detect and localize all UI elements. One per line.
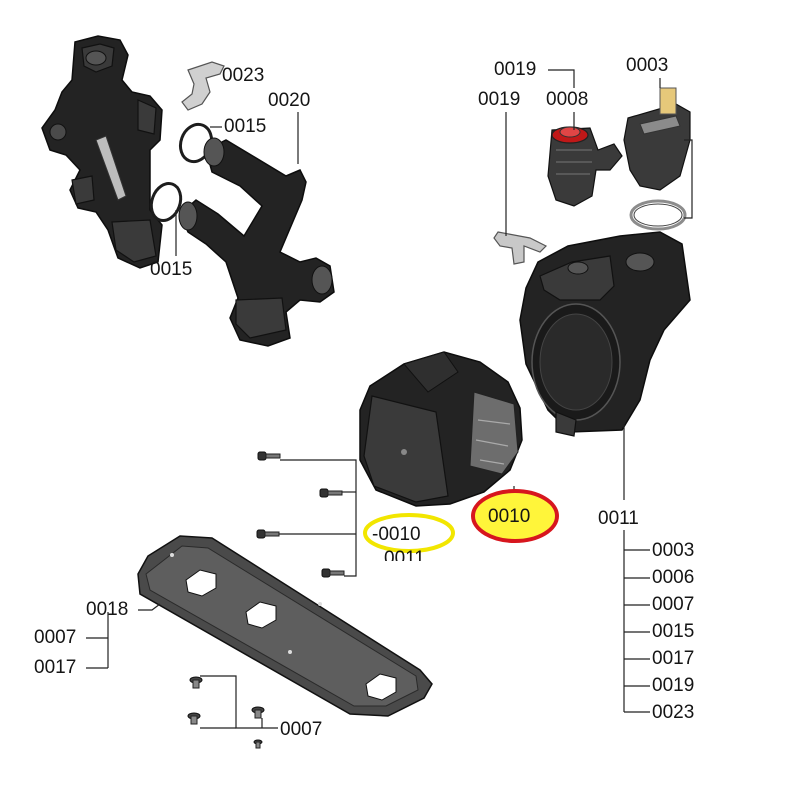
label-0020: 0020 (268, 90, 311, 111)
clip-part-top (181, 61, 225, 111)
list-label-0023: 0023 (652, 702, 695, 723)
label-0008: 0008 (546, 89, 589, 110)
label-0010-red: 0010 (488, 506, 531, 527)
label-0011: 0011 (598, 508, 639, 529)
clip-part-0019 (493, 231, 548, 265)
list-label-0003: 0003 (652, 540, 695, 561)
label-0007-bottom: 0007 (280, 719, 323, 740)
list-label-0006: 0006 (652, 567, 695, 588)
list-label-0007: 0007 (652, 594, 695, 615)
label-0003-top: 0003 (626, 55, 669, 76)
label-0019-lower: 0019 (478, 89, 521, 110)
list-label-0019: 0019 (652, 675, 695, 696)
leader-lines (86, 69, 693, 729)
gasket-plate-part-0018 (137, 535, 433, 717)
label-0015-upper: 0015 (224, 116, 267, 137)
label-0007-left: 0007 (34, 627, 77, 648)
pump-motor-part-0010 (359, 351, 523, 507)
pump-housing-part-0011 (519, 231, 691, 437)
label-0010-yellow: -0010 (372, 524, 421, 545)
list-label-0017: 0017 (652, 648, 695, 669)
yellow-highlight-ellipse (363, 513, 455, 553)
label-0018: 0018 (86, 599, 129, 620)
hydraulic-block-part (41, 35, 163, 269)
red-highlight-ellipse (471, 489, 559, 543)
list-label-0015: 0015 (652, 621, 695, 642)
pipe-part-0020 (178, 137, 335, 347)
label-0019-upper: 0019 (494, 59, 537, 80)
label-0017-left: 0017 (34, 657, 77, 678)
label-0015-lower: 0015 (150, 259, 193, 280)
label-0023-top: 0023 (222, 65, 265, 86)
valve-part-0008 (547, 126, 623, 207)
label-0011-partial: 0011 (384, 549, 425, 561)
bolt-parts-0007 (187, 676, 265, 749)
component-part-0003 (623, 87, 691, 231)
screw-parts (256, 451, 345, 578)
